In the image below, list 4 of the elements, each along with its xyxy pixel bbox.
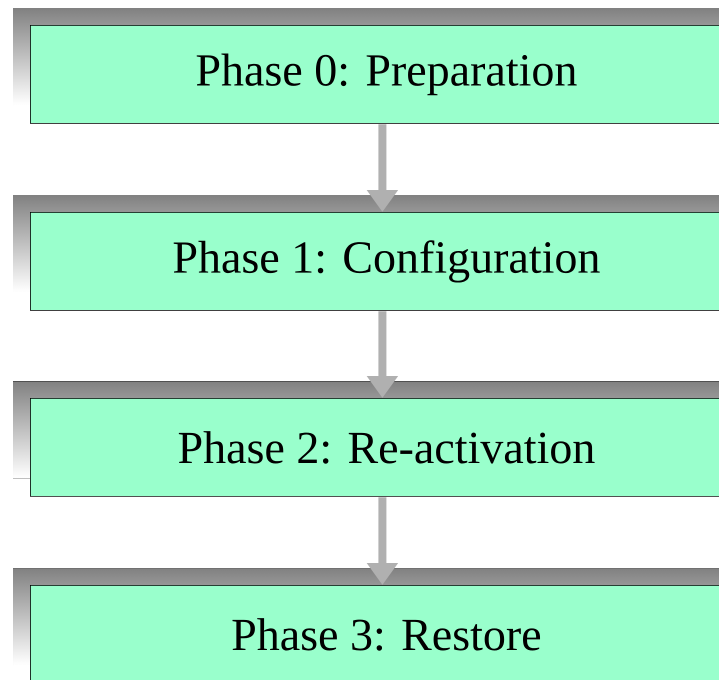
process-box: Phase 3: Restore — [13, 568, 719, 680]
process-box: Phase 0: Preparation — [13, 8, 719, 124]
process-box: Phase 2: Re-activation — [13, 381, 719, 497]
process-box: Phase 1: Configuration — [13, 195, 719, 311]
